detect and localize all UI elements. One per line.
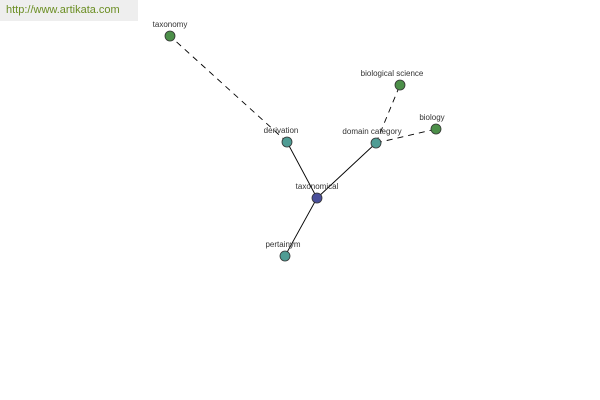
edge-taxonomical-to-derivation bbox=[286, 141, 318, 199]
edge-taxonomical-to-pertainym bbox=[284, 197, 318, 257]
node-label-pertainym: pertainym bbox=[265, 240, 300, 249]
node-circle-derivation[interactable] bbox=[281, 136, 293, 148]
node-biological-science[interactable]: biological science bbox=[361, 69, 424, 91]
node-label-derivation: derivation bbox=[264, 126, 299, 135]
watermark-url[interactable]: http://www.artikata.com bbox=[6, 4, 120, 16]
node-label-biology: biology bbox=[419, 113, 444, 122]
node-pertainym[interactable]: pertainym bbox=[265, 240, 301, 262]
node-circle-taxonomy[interactable] bbox=[164, 30, 176, 42]
edge-derivation-to-taxonomy bbox=[169, 35, 288, 143]
node-label-taxonomical: taxonomical bbox=[296, 182, 339, 191]
watermark-banner: http://www.artikata.com bbox=[0, 0, 138, 21]
node-label-biological-science: biological science bbox=[361, 69, 424, 78]
node-taxonomical[interactable]: taxonomical bbox=[296, 182, 339, 204]
node-biology[interactable]: biology bbox=[419, 113, 445, 135]
node-derivation[interactable]: derivation bbox=[264, 126, 299, 148]
node-label-domain-category: domain category bbox=[342, 127, 401, 136]
edge-taxonomical-to-domain-category bbox=[316, 142, 377, 199]
edge-layer bbox=[169, 35, 437, 257]
node-layer: taxonomical derivation domain category pert… bbox=[153, 20, 445, 262]
node-label-taxonomy: taxonomy bbox=[153, 20, 188, 29]
node-circle-biology[interactable] bbox=[430, 123, 442, 135]
node-circle-domain-category[interactable] bbox=[370, 137, 382, 149]
node-circle-taxonomical[interactable] bbox=[311, 192, 323, 204]
node-circle-biological-science[interactable] bbox=[394, 79, 406, 91]
node-domain-category[interactable]: domain category bbox=[342, 127, 402, 149]
node-circle-pertainym[interactable] bbox=[279, 250, 291, 262]
node-taxonomy[interactable]: taxonomy bbox=[153, 20, 188, 42]
